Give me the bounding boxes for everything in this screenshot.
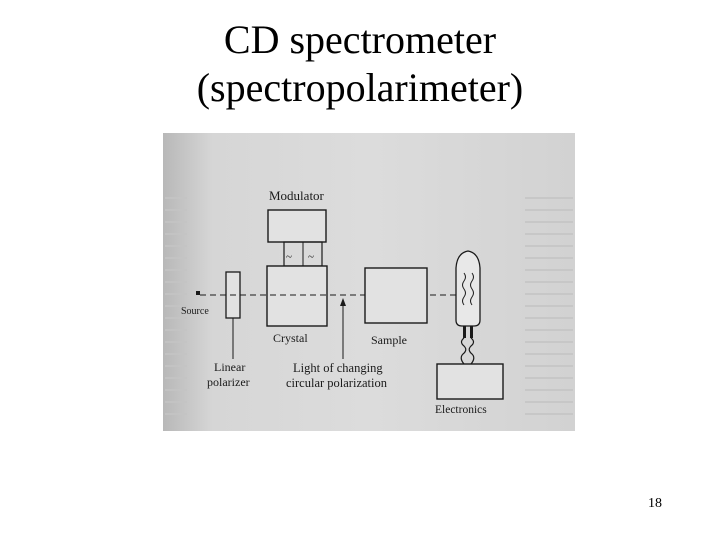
tube-element-right [470,272,474,306]
polarizer-label-line1: Linear [214,360,245,374]
source-label: Source [181,306,209,317]
light-label-line2: circular polarization [286,376,388,390]
modulator-box [267,209,327,243]
slide-title: CD spectrometer (spectropolarimeter) [0,16,720,112]
tube-element-left [462,272,466,306]
page-number: 18 [648,496,662,511]
photomultiplier-tube [455,250,481,327]
tube-wire-left [460,337,467,365]
electronics-label: Electronics [435,404,487,416]
tube-pin-left [463,326,466,338]
electronics-box [436,363,504,400]
polarizer-label-line2: polarizer [207,375,250,389]
sample-label: Sample [371,333,407,347]
sample-box [364,267,428,324]
crystal-label: Crystal [273,331,308,345]
faint-text-right [523,188,575,418]
light-arrow-head [340,298,346,306]
source-point [196,291,200,295]
crystal-box [266,265,328,327]
cd-spectrometer-diagram: Modulator ~ ~ Crystal Linear polarizer S… [163,133,575,431]
light-label-line1: Light of changing [293,361,383,375]
diagram-svg: Modulator ~ ~ Crystal Linear polarizer S… [163,133,575,431]
tilde-right: ~ [308,251,314,263]
title-line-1: CD spectrometer [223,17,497,62]
faint-text-left [163,188,187,418]
tube-pin-right [470,326,473,338]
tube-wire-right [468,337,475,365]
modulator-label: Modulator [269,188,325,203]
title-line-2: (spectropolarimeter) [196,65,524,110]
tilde-left: ~ [286,251,292,263]
